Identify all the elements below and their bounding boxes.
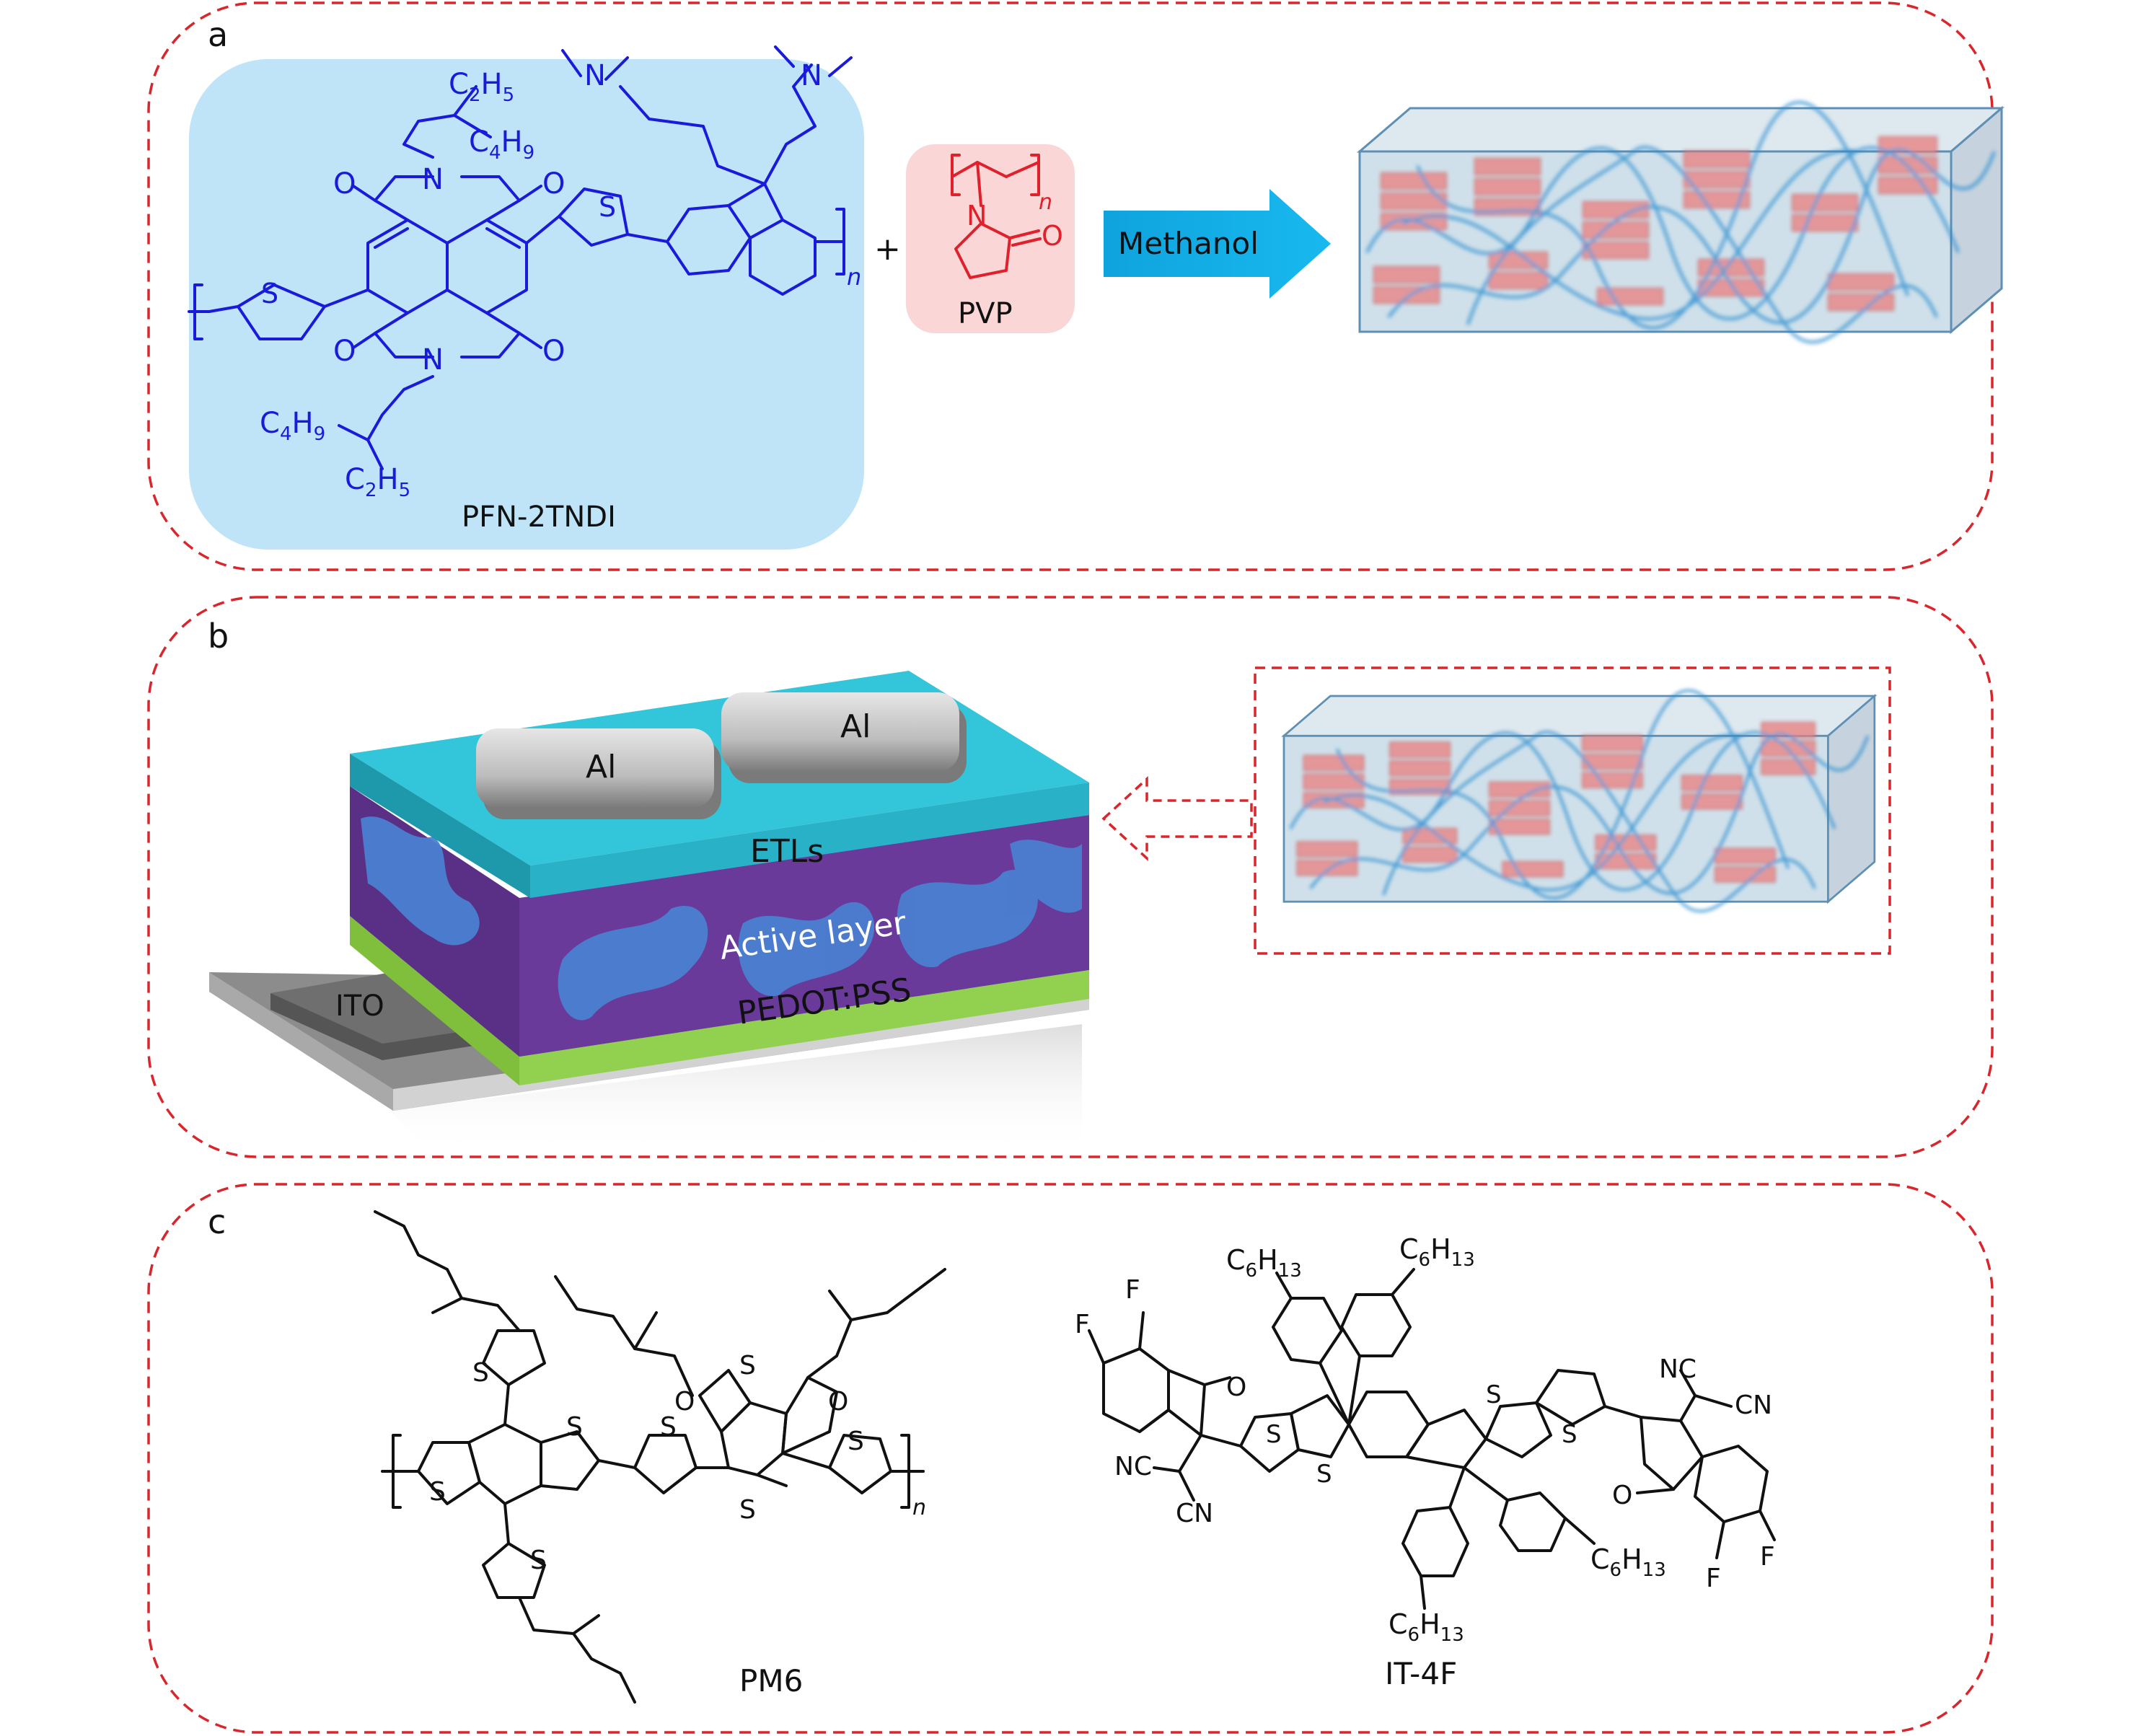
- acceptor-name: IT-4F: [1385, 1656, 1457, 1691]
- it4f-s-2: S: [1316, 1460, 1332, 1489]
- atom-n-amine-2: N: [801, 59, 822, 92]
- pvp-repeat-n: n: [1039, 190, 1052, 215]
- film-morphology-a: [1360, 102, 2002, 342]
- panel-c-label: c: [208, 1202, 226, 1241]
- it4f-cn-1: CN: [1176, 1499, 1213, 1528]
- it4f-c6h13-2: C6H13: [1399, 1233, 1475, 1271]
- chain-top-2: C4H9: [469, 125, 534, 164]
- chain-top-1: C2H5: [449, 68, 514, 106]
- pm6-o-1: O: [674, 1387, 695, 1416]
- panel-b-border: [147, 596, 1994, 1158]
- pm6-s-3: S: [472, 1358, 489, 1388]
- pfn-2tndi-box: [189, 59, 864, 550]
- pm6-s-1: S: [429, 1477, 446, 1507]
- layer-etl-label: ETLs: [750, 833, 824, 870]
- pm6-s-6: S: [739, 1351, 756, 1380]
- chain-bot-2: C2H5: [345, 463, 410, 501]
- plus-sign: +: [874, 231, 901, 268]
- atom-s-right: S: [599, 191, 616, 223]
- polymer-name: PFN-2TNDI: [462, 501, 616, 534]
- pm6-repeat-n: n: [912, 1495, 926, 1520]
- atom-o-3: O: [333, 335, 356, 368]
- pm6-s-7: S: [739, 1495, 756, 1525]
- it4f-cn-2: CN: [1735, 1391, 1772, 1420]
- it4f-o-2: O: [1612, 1481, 1632, 1510]
- it4f-c6h13-4: C6H13: [1590, 1543, 1666, 1581]
- pm6-o-2: O: [828, 1387, 848, 1416]
- repeat-n-pfn: n: [847, 263, 861, 291]
- it4f-f-4: F: [1706, 1564, 1721, 1593]
- pvp-structure: [951, 154, 1042, 279]
- it4f-f-1: F: [1075, 1310, 1090, 1339]
- pm6-structure: [374, 1210, 946, 1704]
- pm6-s-2: S: [566, 1412, 583, 1442]
- substrate-ito-label: ITO: [335, 990, 384, 1023]
- atom-o-4: O: [542, 335, 565, 368]
- pvp-atom-n: N: [967, 200, 987, 232]
- additive-name: PVP: [958, 297, 1013, 330]
- atom-s-left: S: [261, 278, 278, 309]
- film-morphology-b: [1284, 690, 1875, 911]
- atom-n-amine-1: N: [584, 59, 606, 92]
- it4f-c6h13-1: C6H13: [1226, 1244, 1302, 1282]
- panel-b-label: b: [208, 617, 229, 656]
- it4f-s-3: S: [1486, 1380, 1502, 1409]
- arrow-label: Methanol: [1118, 226, 1259, 261]
- it4f-f-2: F: [1125, 1275, 1140, 1305]
- pm6-s-4: S: [530, 1546, 547, 1575]
- it-4f-structure: [1088, 1268, 1776, 1610]
- it4f-f-3: F: [1760, 1542, 1775, 1572]
- methanol-arrow: [1104, 189, 1331, 299]
- device-stack: [209, 671, 1089, 1154]
- zoom-arrow: [1101, 776, 1253, 861]
- it4f-o-1: O: [1226, 1373, 1246, 1402]
- electrode-al-left: Al: [586, 749, 616, 785]
- pvp-box: [906, 144, 1075, 333]
- panel-a-label: a: [208, 15, 228, 54]
- atom-n-top: N: [422, 163, 444, 196]
- atom-o-1: O: [333, 167, 356, 201]
- panel-c-border: [147, 1183, 1994, 1734]
- pvp-atom-o: O: [1042, 220, 1063, 252]
- it4f-nc-1: NC: [1114, 1452, 1152, 1481]
- pm6-s-8: S: [848, 1427, 864, 1456]
- it4f-s-4: S: [1562, 1420, 1577, 1449]
- inset-border: [1254, 666, 1891, 955]
- it4f-s-1: S: [1266, 1420, 1282, 1449]
- donor-name: PM6: [739, 1663, 803, 1698]
- it4f-c6h13-3: C6H13: [1389, 1608, 1464, 1646]
- pfn-2tndi-structure: [188, 45, 853, 470]
- it4f-nc-2: NC: [1659, 1354, 1696, 1384]
- pm6-s-5: S: [660, 1412, 677, 1442]
- atom-n-bottom: N: [422, 343, 444, 376]
- atom-o-2: O: [542, 167, 565, 201]
- chain-bot-1: C4H9: [260, 407, 325, 445]
- electrode-al-right: Al: [840, 708, 871, 745]
